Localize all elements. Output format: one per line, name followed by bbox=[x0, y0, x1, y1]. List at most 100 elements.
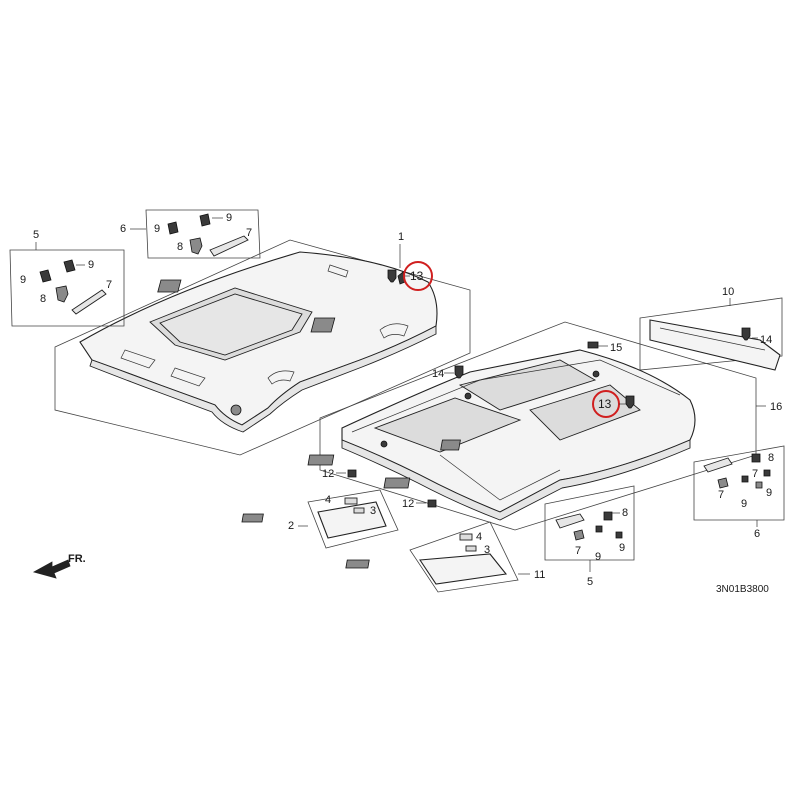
group-box-6-upper bbox=[145, 209, 261, 259]
sunroof-glass-mid bbox=[529, 384, 641, 441]
cap-9g-icon bbox=[741, 475, 749, 483]
callout-13-upper: 13 bbox=[410, 269, 424, 283]
group-box-5-lower bbox=[544, 485, 635, 561]
mount-point-c bbox=[592, 370, 600, 378]
mount-point-a bbox=[380, 440, 388, 448]
mount-point-b bbox=[464, 392, 472, 400]
callout-4b: 4 bbox=[476, 531, 482, 543]
visor-recess-b bbox=[170, 367, 206, 387]
callout-10: 10 bbox=[722, 286, 734, 298]
headlining-lower-rim bbox=[341, 439, 691, 521]
lamp-recess-rear bbox=[157, 279, 182, 293]
clip-13-lower: 13 bbox=[592, 390, 635, 418]
callout-7b: 7 bbox=[106, 279, 112, 291]
callout-12b: 12 bbox=[402, 498, 414, 510]
callout-5-left: 5 bbox=[33, 229, 39, 241]
clip-13-upper-icon bbox=[387, 269, 397, 283]
callout-15: 15 bbox=[610, 342, 622, 354]
visor-recess-a bbox=[120, 349, 156, 369]
callout-12a: 12 bbox=[322, 468, 334, 480]
group-box-2 bbox=[307, 489, 399, 549]
sun-visor-2-icon bbox=[317, 501, 387, 539]
cap-9d-icon bbox=[63, 259, 76, 273]
cap-9c-icon bbox=[39, 269, 52, 283]
handle-recess-b bbox=[267, 370, 295, 385]
callout-9c: 9 bbox=[20, 274, 26, 286]
clip-13-upper: 13 bbox=[387, 261, 433, 291]
clip-8b-icon bbox=[55, 285, 69, 303]
callout-6-upper: 6 bbox=[120, 223, 126, 235]
frame-edge-front bbox=[439, 454, 561, 501]
clip-14a-icon bbox=[454, 365, 464, 379]
callout-14a: 14 bbox=[432, 368, 444, 380]
callout-7d: 7 bbox=[718, 489, 724, 501]
callout-3a: 3 bbox=[370, 505, 376, 517]
group-5-lower: 5 8 7 9 9 bbox=[544, 485, 635, 588]
group-box-1 bbox=[54, 239, 471, 456]
clip-7e-icon bbox=[755, 481, 763, 489]
callout-13-lower: 13 bbox=[598, 397, 612, 411]
callout-5-lower: 5 bbox=[587, 576, 593, 588]
callout-4a: 4 bbox=[325, 494, 331, 506]
clip-14b-icon bbox=[741, 327, 751, 341]
handle-recess-a bbox=[379, 323, 409, 339]
grab-handle-7b-icon bbox=[71, 289, 107, 315]
cap-9a-icon bbox=[167, 221, 179, 235]
clip-12b-icon bbox=[427, 499, 437, 508]
group-2: 2 4 3 bbox=[241, 489, 399, 549]
callout-7e: 7 bbox=[752, 468, 758, 480]
clip-8a-icon bbox=[189, 237, 203, 255]
grab-handle-6-icon bbox=[703, 457, 733, 473]
sunroof-glass-rear bbox=[373, 397, 522, 453]
callout-8a: 8 bbox=[177, 241, 183, 253]
top-bracket bbox=[327, 264, 349, 278]
callout-9d: 9 bbox=[88, 259, 94, 271]
callout-9a: 9 bbox=[154, 223, 160, 235]
headlining-upper bbox=[54, 239, 471, 456]
front-label: FR. bbox=[68, 553, 86, 565]
callout-7a: 7 bbox=[246, 227, 252, 239]
callout-9f: 9 bbox=[619, 542, 625, 554]
roof-trim-rib bbox=[659, 327, 766, 351]
callout-8b: 8 bbox=[40, 293, 46, 305]
cover-4b-icon bbox=[459, 533, 473, 541]
cover-3a-icon bbox=[353, 507, 365, 514]
sunroof-glass-front bbox=[458, 359, 597, 411]
frame-edge bbox=[351, 359, 681, 433]
lamp-recess-front bbox=[310, 317, 336, 333]
callout-6-lower: 6 bbox=[754, 528, 760, 540]
callout-9g: 9 bbox=[741, 498, 747, 510]
group-box-11 bbox=[409, 521, 519, 593]
clip-15-icon bbox=[587, 341, 599, 349]
lamp-socket-a bbox=[307, 454, 335, 466]
headlining-clip-hole bbox=[230, 404, 242, 416]
callout-9b: 9 bbox=[226, 212, 232, 224]
group-6-upper: 6 9 9 8 7 bbox=[120, 209, 261, 259]
callout-14b: 14 bbox=[760, 334, 772, 346]
clip-12a-icon bbox=[347, 469, 357, 478]
clip-7c-icon bbox=[573, 529, 585, 541]
cover-4a-icon bbox=[344, 497, 358, 505]
visor-mirror-2 bbox=[241, 513, 264, 523]
cap-9e-icon bbox=[595, 525, 603, 533]
callout-9h: 9 bbox=[766, 487, 772, 499]
callout-9e: 9 bbox=[595, 551, 601, 563]
lamp-socket-c bbox=[440, 439, 461, 451]
callout-1: 1 bbox=[398, 231, 404, 243]
grab-handle-5-icon bbox=[555, 513, 585, 529]
cap-9h-icon bbox=[763, 469, 771, 477]
callout-2: 2 bbox=[288, 520, 294, 532]
grab-handle-7a-icon bbox=[209, 235, 249, 257]
cover-3b-icon bbox=[465, 545, 477, 552]
group-10: 10 14 bbox=[639, 286, 783, 371]
highlight-13-upper bbox=[403, 261, 433, 291]
clip-8d-icon bbox=[751, 453, 761, 463]
sun-visor-11-icon bbox=[419, 553, 508, 585]
visor-mirror-11 bbox=[345, 559, 370, 569]
group-5-left: 5 9 9 8 7 bbox=[9, 229, 125, 327]
clip-7d-icon bbox=[717, 477, 729, 489]
lamp-socket-b bbox=[383, 477, 411, 489]
cap-9f-icon bbox=[615, 531, 623, 539]
group-box-5-left bbox=[9, 249, 125, 327]
